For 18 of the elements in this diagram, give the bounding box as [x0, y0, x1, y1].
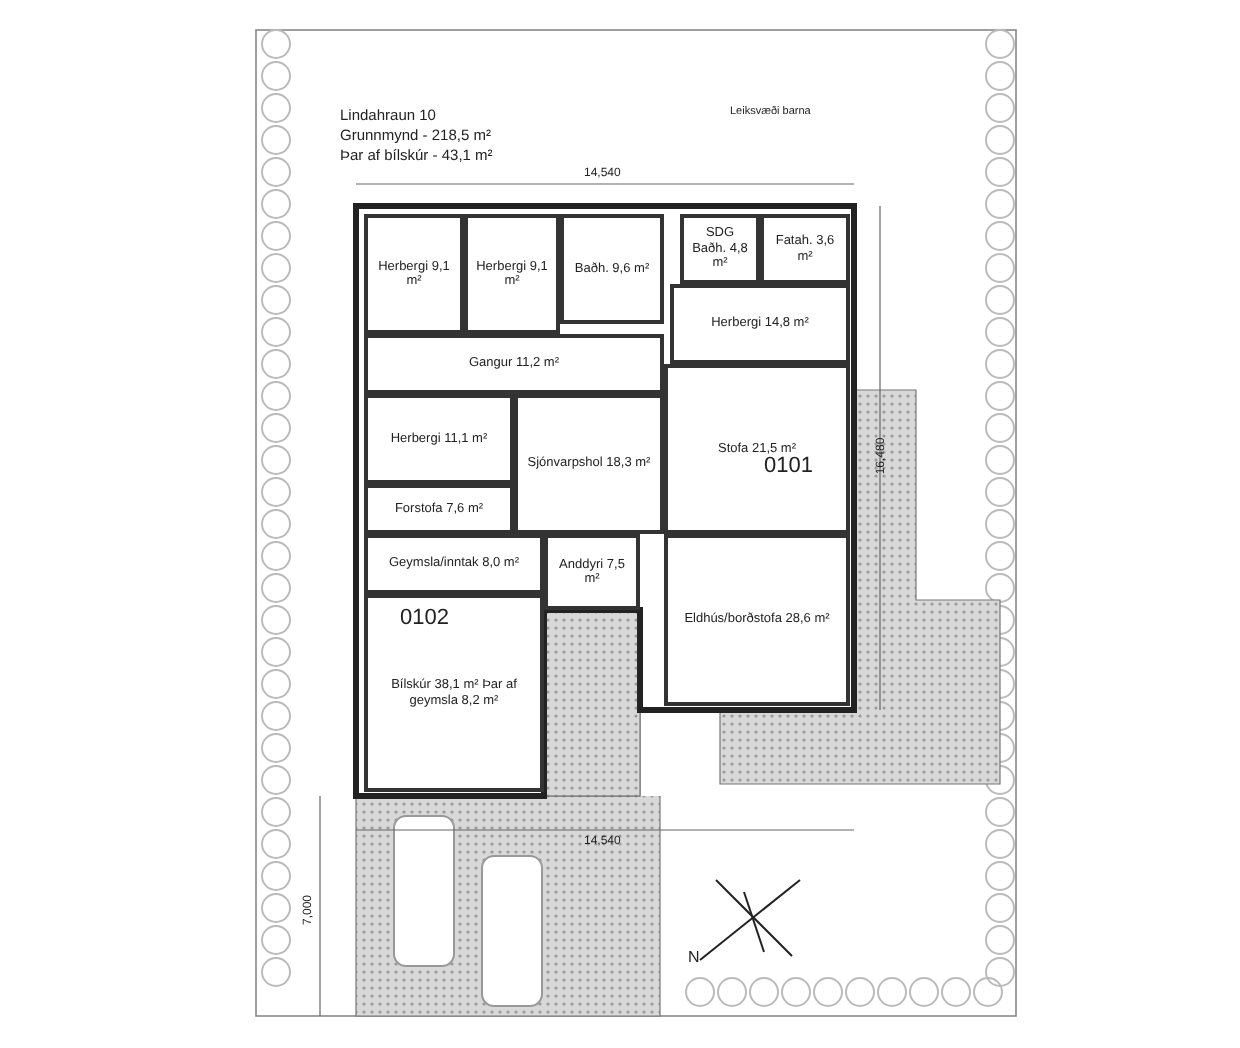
wardrobe-room — [760, 214, 850, 284]
hallway — [364, 334, 664, 394]
kitchen-dining-room — [664, 534, 850, 706]
room-number: 0102 — [400, 606, 449, 630]
tv-room — [514, 394, 664, 534]
bathroom — [680, 214, 760, 284]
bedroom — [364, 214, 464, 334]
vestibule — [544, 534, 640, 610]
garage — [364, 594, 544, 792]
bedroom — [464, 214, 560, 334]
room-number: 0101 — [764, 454, 813, 478]
compass-letter: N — [688, 948, 700, 966]
bedroom — [670, 284, 850, 364]
bedroom — [364, 394, 514, 484]
entrance-hall — [364, 484, 514, 534]
storage-room — [364, 534, 544, 594]
bathroom — [560, 214, 664, 324]
living-room — [664, 364, 850, 534]
